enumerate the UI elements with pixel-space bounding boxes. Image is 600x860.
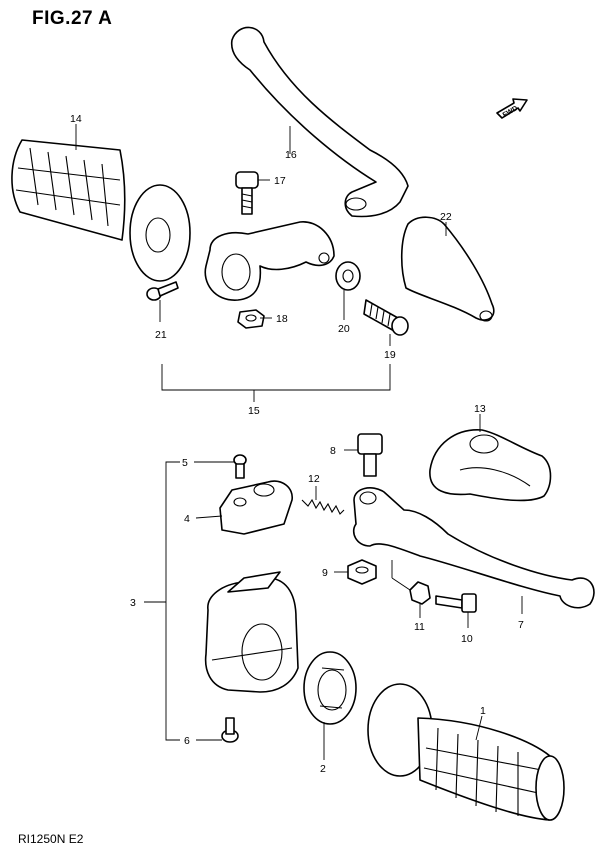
callout-13: 13 (474, 403, 486, 415)
fwd-label: FWD (502, 105, 519, 119)
callout-12: 12 (308, 473, 320, 485)
switch-4 (219, 480, 293, 535)
callout-3: 3 (130, 597, 136, 609)
left-grip (11, 139, 191, 282)
callout-17: 17 (274, 175, 286, 187)
callout-10: 10 (461, 633, 473, 645)
lever-cover-22 (400, 216, 495, 322)
callout-16: 16 (285, 149, 297, 161)
screw-21 (146, 281, 179, 301)
callout-7: 7 (518, 619, 524, 631)
callout-4: 4 (184, 513, 190, 525)
leader-lines (75, 124, 523, 760)
spring-12 (301, 498, 345, 515)
locknut-20 (335, 261, 361, 291)
callout-1: 1 (480, 705, 486, 717)
callout-21: 21 (155, 329, 167, 341)
screw-6 (221, 717, 239, 743)
callout-6: 6 (184, 735, 190, 747)
nut-9 (347, 559, 377, 585)
callout-22: 22 (440, 211, 452, 223)
lever-holder (204, 221, 335, 301)
callout-5: 5 (182, 457, 188, 469)
brake-lever-7 (352, 487, 595, 609)
bolt-10 (435, 593, 477, 613)
callout-9: 9 (322, 567, 328, 579)
pivot-bolt-17 (235, 171, 259, 215)
callout-19: 19 (384, 349, 396, 361)
adjuster-19 (363, 299, 409, 336)
callout-8: 8 (330, 445, 336, 457)
throttle-pulley-2 (303, 651, 357, 725)
callout-11: 11 (414, 621, 425, 633)
screw-5 (233, 454, 247, 479)
nut-11 (409, 581, 431, 605)
figure-title: FIG.27 A (32, 8, 113, 29)
callout-numbers: 14 16 17 22 21 18 20 19 15 13 8 5 12 4 9… (70, 113, 524, 775)
holder-3 (204, 571, 299, 693)
callout-14: 14 (70, 113, 82, 125)
nut-18 (237, 309, 265, 329)
callout-2: 2 (320, 763, 326, 775)
pivot-bolt-8 (357, 433, 383, 477)
right-grip (367, 683, 565, 821)
fwd-arrow-icon: FWD (496, 98, 528, 119)
callout-18: 18 (276, 313, 288, 325)
clutch-lever-blade (230, 26, 409, 218)
lever-cover-13 (429, 429, 552, 502)
callout-20: 20 (338, 323, 350, 335)
figure-footer: RI1250N E2 (18, 832, 84, 846)
callout-15: 15 (248, 405, 260, 417)
